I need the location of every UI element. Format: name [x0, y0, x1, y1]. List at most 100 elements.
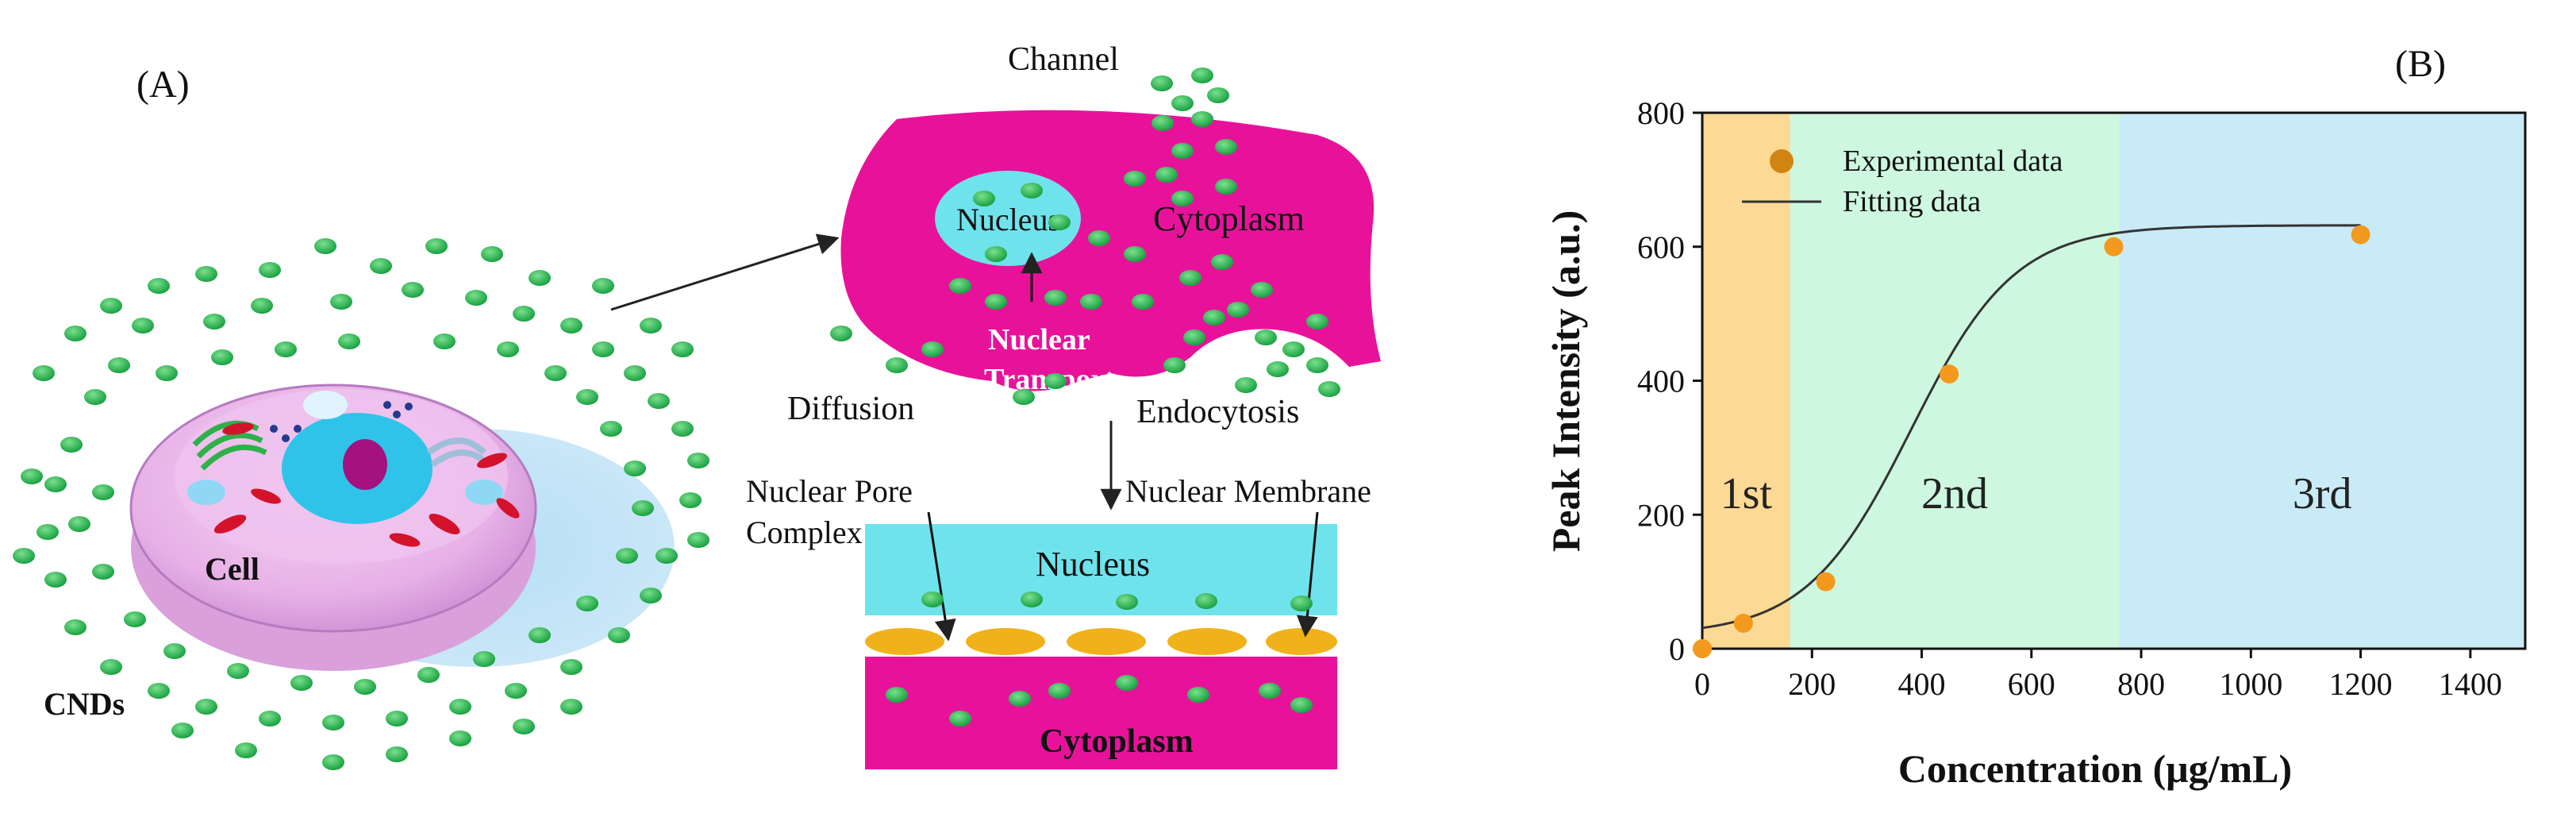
- panel-a: (A) Cell: [13, 41, 1381, 770]
- cell-nucleolus: [343, 439, 387, 490]
- cnd-dot: [449, 699, 471, 715]
- chart-region-label: 1st: [1721, 469, 1773, 518]
- cnd-dot: [473, 651, 495, 667]
- legend-marker: [1770, 149, 1794, 173]
- nuclear-pore: [1167, 628, 1247, 655]
- cnd-dot: [560, 659, 582, 675]
- cnd-dot: [1179, 270, 1201, 286]
- cnd-dot: [1306, 357, 1328, 373]
- panel-b-label: (B): [2395, 43, 2446, 85]
- x-tick-label: 1000: [2219, 666, 2282, 702]
- cnd-dot: [973, 191, 995, 206]
- cnd-dot: [275, 341, 297, 357]
- cnd-dot: [529, 627, 551, 643]
- cnd-dot: [1152, 115, 1174, 131]
- cnd-dot: [1163, 357, 1186, 373]
- cell-mitochondrion: [251, 488, 281, 504]
- nuclear-pore: [1067, 628, 1146, 655]
- cnd-dot: [21, 468, 43, 484]
- npc-line1: Nuclear Pore: [746, 473, 913, 509]
- cell-ribosome: [383, 401, 391, 409]
- cnd-dot: [592, 341, 614, 357]
- cnd-dot: [560, 699, 582, 715]
- chart-points: [1693, 225, 2370, 658]
- cnd-dot: [921, 592, 944, 607]
- panel-a-label: (A): [136, 64, 190, 106]
- cnd-dot: [1021, 183, 1043, 199]
- y-tick-label: 0: [1669, 631, 1685, 667]
- chart-fit-line: [1701, 224, 2361, 630]
- cell-ribosome: [405, 403, 413, 410]
- cnd-dot: [1215, 139, 1237, 155]
- cnd-dot: [195, 266, 217, 282]
- membrane-cytoplasm-label: Cytoplasm: [1040, 723, 1194, 760]
- cnd-dot: [322, 754, 344, 770]
- cnd-dot: [259, 711, 281, 727]
- cell-mitochondrion: [477, 453, 507, 468]
- cnd-dot: [402, 282, 424, 298]
- cnd-dots: [13, 67, 1340, 770]
- cnd-dot: [656, 548, 678, 564]
- cnd-dot: [1124, 171, 1146, 187]
- cnd-dot: [481, 246, 503, 262]
- cnd-dot: [949, 278, 971, 294]
- cnd-dot: [1215, 179, 1237, 195]
- cnd-dot: [1235, 377, 1257, 393]
- cnd-dot: [148, 683, 170, 699]
- x-tick-label: 200: [1788, 666, 1836, 702]
- cnd-dot: [1227, 302, 1249, 318]
- cnd-dot: [203, 314, 225, 330]
- cell-mitochondrion: [429, 514, 460, 534]
- cnd-dot: [1318, 381, 1340, 397]
- cnd-dot: [1048, 214, 1071, 230]
- cnd-dot: [497, 341, 519, 357]
- x-tick-label: 1200: [2329, 666, 2393, 702]
- nuclear-transport-line1: Nuclear: [988, 323, 1090, 357]
- membrane-nucleus-label: Nucleus: [1036, 545, 1150, 584]
- x-tick-label: 400: [1898, 666, 1946, 702]
- cnd-dot: [671, 421, 694, 437]
- y-tick-label: 200: [1637, 497, 1685, 533]
- data-point: [2351, 225, 2370, 245]
- x-tick-label: 600: [2008, 666, 2055, 702]
- cnd-dot: [1013, 389, 1035, 405]
- cell-mitochondrion: [213, 515, 247, 534]
- cnd-dot: [100, 298, 122, 314]
- fit-curve: [1701, 224, 2361, 630]
- cnd-dot: [1255, 330, 1277, 345]
- cnd-dot: [1116, 675, 1138, 691]
- cnd-dot: [251, 298, 273, 314]
- cnd-dot: [148, 278, 170, 294]
- cnd-dot: [513, 719, 535, 734]
- cnd-dot: [671, 341, 694, 357]
- cnd-dot: [608, 627, 630, 643]
- cnd-dot: [13, 548, 35, 564]
- cnd-dot: [156, 365, 178, 381]
- cnd-dot: [1207, 87, 1229, 103]
- cnd-dot: [465, 290, 487, 306]
- chart-region-label: 3rd: [2293, 469, 2352, 518]
- chart-region-label: 2nd: [1921, 469, 1988, 518]
- cell-mitochondrion: [496, 498, 520, 518]
- cnd-dot: [1211, 254, 1233, 270]
- cnd-dot: [949, 711, 971, 727]
- npc-pointer: [927, 511, 956, 642]
- cnd-dot: [648, 393, 670, 409]
- cnd-dot: [425, 238, 448, 254]
- y-tick-label: 600: [1637, 229, 1685, 265]
- cnd-dot: [1171, 95, 1194, 111]
- cnd-dot: [624, 461, 646, 476]
- cnd-dot: [1151, 75, 1173, 91]
- cnd-dot: [100, 659, 122, 675]
- legend-label: Experimental data: [1843, 145, 2063, 178]
- chart-xlabel: Concentration (μg/mL): [1898, 746, 2292, 791]
- nuclear-pores: [865, 628, 1337, 655]
- cell-ribosome: [270, 425, 278, 433]
- cnd-dot: [616, 548, 638, 564]
- cnd-dot: [1187, 687, 1209, 703]
- cnd-dot: [354, 679, 376, 695]
- cnd-dot: [163, 643, 186, 659]
- cnd-dot: [1116, 594, 1138, 610]
- cnd-dot: [322, 715, 344, 730]
